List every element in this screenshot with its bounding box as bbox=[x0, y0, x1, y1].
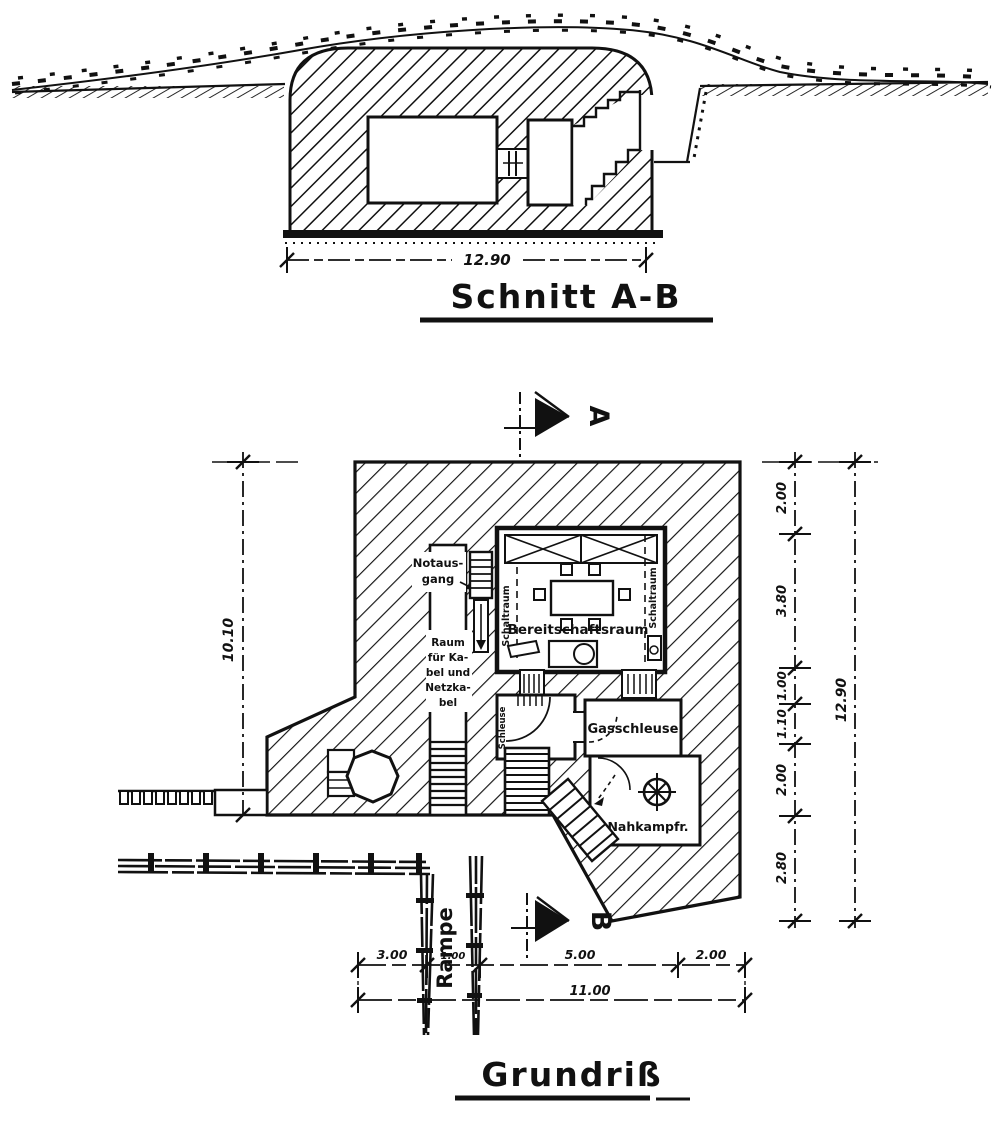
plan-title-block: Grundriß bbox=[455, 1055, 690, 1101]
plan-stair-shaft bbox=[503, 746, 551, 817]
schaltraum-left-label: Schaltraum bbox=[501, 585, 512, 646]
section-title: Schnitt A-B bbox=[450, 277, 681, 316]
cable-room-label-1: Raum bbox=[431, 637, 465, 649]
plan-close-combat-room: Nahkampfr. bbox=[588, 754, 702, 847]
plan-connectors bbox=[519, 669, 657, 699]
cable-room-label-3: bel und bbox=[426, 667, 470, 679]
dim-right-3: 1.00 bbox=[775, 671, 789, 701]
section-bunker-body bbox=[283, 46, 663, 244]
plan-entrance-steps bbox=[540, 777, 620, 863]
plan-dim-left: 10.10 bbox=[212, 452, 298, 824]
nahkampf-label: Nahkampfr. bbox=[607, 819, 688, 834]
cable-room-label-4: Netzka- bbox=[425, 682, 470, 694]
section-base-slab bbox=[283, 230, 663, 238]
plan-gas-lock: Gasschleuse bbox=[583, 698, 683, 760]
dim-bottom-total: 11.00 bbox=[569, 984, 610, 999]
plan-emergency-exit: Notaus- gang bbox=[412, 550, 494, 653]
notausgang-label-2: gang bbox=[422, 572, 454, 586]
plan-dim-bottom: 3.00 1.00 5.00 2.00 11.00 bbox=[349, 947, 754, 1015]
section-stairs bbox=[570, 90, 654, 205]
section-marker-b: B bbox=[511, 893, 616, 958]
dim-bottom-3: 5.00 bbox=[565, 947, 596, 962]
section-width-dim: 12.90 bbox=[463, 251, 510, 269]
plan-view: Raum für Ka- bel und Netzka- bel Notaus-… bbox=[117, 391, 878, 1101]
dim-right-4: 1.10 bbox=[775, 709, 789, 739]
dim-left-total: 10.10 bbox=[221, 618, 237, 663]
dim-right-6: 2.80 bbox=[775, 852, 790, 884]
plan-octagon-shaft bbox=[326, 748, 400, 804]
marker-a-letter: A bbox=[583, 406, 614, 427]
section-dimension: 12.90 bbox=[278, 245, 655, 275]
section-room-left bbox=[366, 115, 499, 205]
gasschleuse-label: Gasschleuse bbox=[588, 722, 679, 737]
dim-bottom-1: 3.00 bbox=[377, 947, 408, 962]
section-marker-a: A bbox=[504, 391, 614, 458]
plan-dim-right-chain: 2.00 3.80 1.00 1.10 2.00 2.80 bbox=[762, 452, 878, 930]
schaltraum-right-label: Schaltraum bbox=[648, 567, 659, 628]
plan-ready-room: Schaltraum Schaltraum Bereitschaftsraum bbox=[494, 525, 668, 675]
cable-room-label-2: für Ka- bbox=[428, 652, 468, 664]
mg-position-symbol bbox=[638, 773, 676, 811]
dim-right-total: 12.90 bbox=[834, 678, 850, 723]
marker-b-letter: B bbox=[585, 911, 616, 932]
plan-left-revetment bbox=[118, 788, 269, 817]
terrain-contour bbox=[11, 13, 995, 164]
cable-room-label-5: bel bbox=[439, 697, 457, 709]
dim-right-2: 3.80 bbox=[775, 585, 790, 617]
dim-right-5: 2.00 bbox=[775, 764, 790, 796]
dim-right-1: 2.00 bbox=[775, 482, 790, 514]
table bbox=[549, 579, 615, 617]
plan-dim-right-total: 12.90 bbox=[834, 452, 873, 930]
section-door-detail bbox=[496, 148, 530, 179]
plan-title: Grundriß bbox=[481, 1055, 662, 1094]
rampe-label: Rampe bbox=[433, 907, 457, 989]
section-title-block: Schnitt A-B bbox=[420, 277, 713, 323]
bereitschaftsraum-label: Bereitschaftsraum bbox=[508, 622, 649, 638]
dim-bottom-2: 1.00 bbox=[441, 951, 466, 962]
schleuse-label: Schleuse bbox=[498, 706, 508, 749]
dim-bottom-4: 2.00 bbox=[696, 947, 727, 962]
plan-ramp-palisade: Rampe bbox=[117, 853, 484, 1036]
section-room-right bbox=[526, 118, 574, 207]
section-view: 12.90 Schnitt A-B bbox=[11, 13, 995, 323]
notausgang-label-1: Notaus- bbox=[413, 556, 464, 570]
